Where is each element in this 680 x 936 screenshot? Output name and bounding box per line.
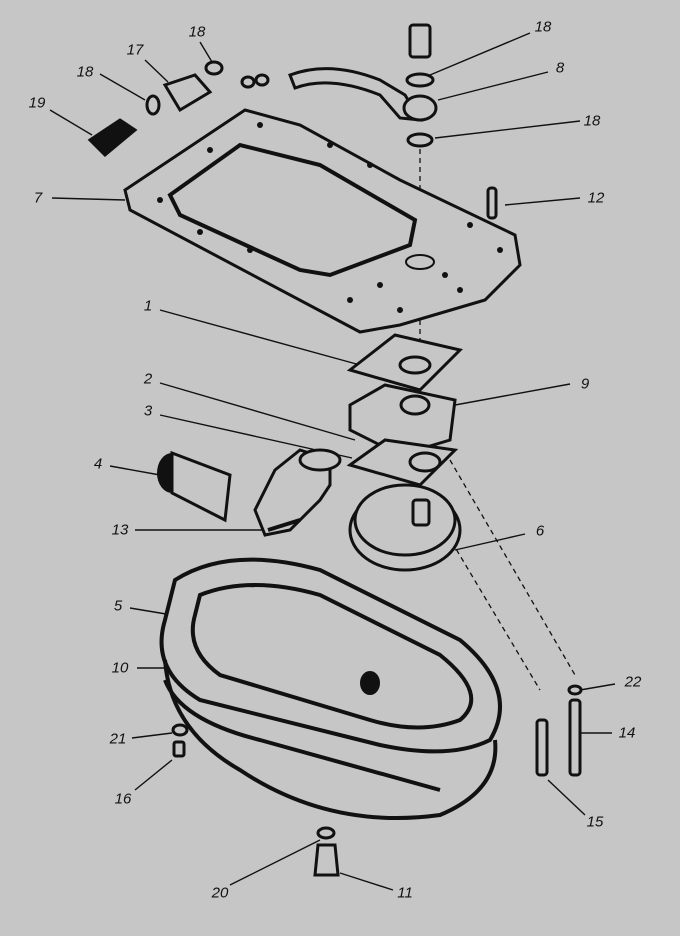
callout-14: 14 (618, 724, 636, 742)
callout-4: 4 (93, 455, 103, 473)
callout-2: 2 (143, 370, 153, 388)
strainer-4 (157, 450, 301, 532)
callout-17: 17 (126, 41, 144, 59)
gasket-7 (123, 108, 522, 334)
callout-5: 5 (113, 597, 123, 615)
banjo-fittings (87, 23, 498, 220)
pump-assembly (253, 333, 463, 572)
callout-22: 22 (624, 673, 642, 691)
callout-20: 20 (211, 884, 229, 902)
callout-16: 16 (114, 790, 132, 808)
callout-21: 21 (109, 730, 127, 748)
callout-8: 8 (555, 59, 565, 77)
callout-12: 12 (587, 189, 605, 207)
callout-3: 3 (143, 402, 153, 420)
gasket-holes (157, 122, 503, 313)
callout-18: 18 (76, 63, 94, 81)
callout-18: 18 (583, 112, 601, 130)
callout-13: 13 (111, 521, 129, 539)
callout-9: 9 (580, 375, 590, 393)
callout-6: 6 (535, 522, 545, 540)
callout-7: 7 (33, 189, 43, 207)
callout-19: 19 (28, 94, 46, 112)
callout-15: 15 (586, 813, 604, 831)
callout-18: 18 (534, 18, 552, 36)
callout-18: 18 (188, 23, 206, 41)
callout-1: 1 (143, 297, 153, 315)
callout-10: 10 (111, 659, 129, 677)
oil-pan (159, 557, 502, 820)
callout-11: 11 (397, 884, 413, 902)
bolts (171, 684, 583, 877)
